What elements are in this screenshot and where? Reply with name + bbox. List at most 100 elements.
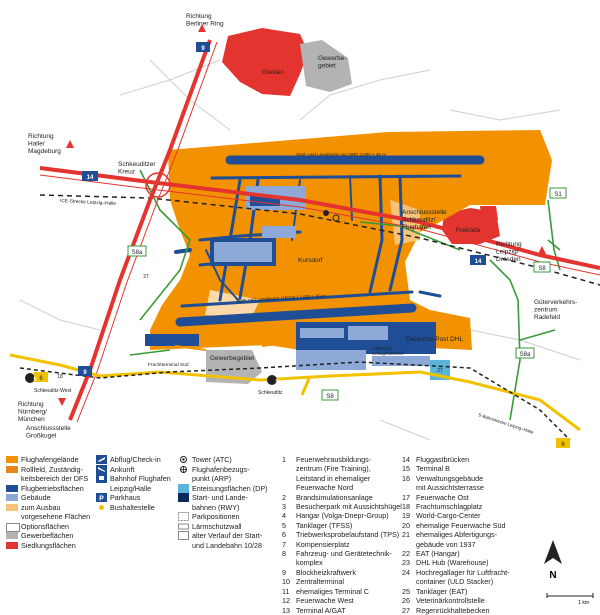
key-text: Hangar (Volga-Dnepr-Group) [296, 511, 389, 521]
key-text: ehemaliges Terminal C [296, 586, 369, 596]
deicing-icon [178, 483, 189, 493]
parking-position-icon [178, 512, 189, 521]
label-gewerbegebiet-south: Gewerbegebiet [210, 355, 254, 362]
key-number: 21 [402, 530, 410, 540]
key-text: Brandsimulationsanlage [296, 492, 373, 502]
direction-arrow-leipzig-icon [538, 246, 546, 254]
option-area [205, 290, 260, 320]
key-number: 15 [402, 464, 410, 474]
key-number: 16 [402, 473, 410, 483]
legend-swatch [6, 465, 18, 473]
s1-shield [549, 187, 567, 199]
world-cargo-center [296, 350, 366, 370]
s8-shield-east [533, 261, 551, 273]
plane-arrival-icon [96, 464, 107, 474]
legend-symbol-item: P Parkhaus [96, 493, 180, 503]
legend-symbol-item: alter Verlauf der Start-und Landebahn 10… [178, 531, 278, 550]
legend-label: Gebäude [21, 493, 51, 502]
legend-swatch [6, 456, 18, 463]
s-bahn-schkeuditz-label: S [275, 379, 279, 385]
key-number: 1 [282, 455, 286, 464]
a9-shield-north [196, 42, 210, 52]
key-number: 25 [402, 586, 410, 596]
legend-area-item: Optionsflächen [6, 522, 98, 532]
key-number: 8 [282, 549, 286, 559]
scale-bar: 1 km [546, 593, 594, 606]
s8-label-east: S8 [538, 266, 546, 272]
central-terminal-building [214, 242, 272, 262]
label-runway-north: Start- und Landebahn (4L/28R) 3.600 × 45… [296, 152, 386, 157]
label-gewerbegebiet-north: Gewerbe-gebiet [318, 55, 347, 69]
key-number: 3 [282, 502, 286, 512]
key-item: 21 ehemaliges Abfertigungs-gebäude von 19… [402, 530, 540, 549]
legend-swatch [6, 503, 18, 511]
b6-shield-west [34, 372, 48, 382]
key-number: 7 [282, 539, 286, 549]
legend-symbol-item: Parkpositionen [178, 512, 278, 522]
s8-label-south: S8 [326, 394, 334, 400]
key-number: 26 [402, 596, 410, 606]
legend-label: Flughafenbezugs-punkt (ARP) [192, 464, 250, 484]
legend-label: Siedlungsflächen [21, 540, 76, 550]
b6-shield-east [556, 438, 570, 448]
legend-symbol-item: Enteisungsflächen (DP) [178, 483, 278, 494]
legend-label: Parkpositionen [192, 512, 240, 521]
old-runway-icon [178, 531, 189, 540]
label-kursdorf: Kursdorf [298, 257, 323, 264]
legend-label: Flughafengelände [21, 455, 79, 464]
legend-swatch [6, 494, 18, 501]
legend-label: Tower (ATC) [192, 455, 232, 464]
cargo-apron-south [145, 334, 199, 346]
svg-text:P: P [99, 496, 104, 503]
north-arrow-icon: N [544, 540, 562, 580]
key-text: ehemaliges Abfertigungs-gebäude von 1937 [416, 530, 498, 549]
a14-shield-east [470, 255, 486, 265]
legend-label: Parkhaus [110, 493, 141, 502]
key-text: Zentralterminal [296, 577, 344, 587]
legend-area-item: Gebäude [6, 493, 98, 503]
runway-south [175, 303, 417, 327]
label-deutsche-post-dhl: Deutsche Post DHL [406, 336, 463, 343]
tower-icon [323, 210, 329, 216]
key-text: EAT (Hangar) [416, 549, 460, 559]
key-text: Triebwerksprobelaufstand (TPS) [296, 530, 400, 540]
b6-label-east: 6 [561, 442, 565, 448]
num-27-label-a: 27 [143, 274, 149, 280]
legend-label: alter Verlauf der Start-und Landebahn 10… [192, 531, 263, 550]
legend-swatch [6, 484, 18, 492]
freiroda-area-2 [480, 206, 498, 222]
key-number: 19 [402, 511, 410, 521]
a14-shield-west [82, 171, 98, 181]
key-text: Kompensierplatz [296, 539, 350, 549]
key-text: Terminal A/GAT [296, 605, 346, 615]
reference-point-icon [332, 214, 340, 222]
taxiway-network [174, 155, 485, 327]
s8a-shield-east [515, 347, 535, 359]
key-number: 18 [402, 502, 410, 512]
legend-symbol-item: Tower (ATC) [178, 455, 278, 465]
symbols-on-map [25, 24, 546, 406]
key-text: Veterinärkontrollstelle [416, 596, 485, 606]
s8-shield-south [321, 389, 339, 401]
key-text: Fahrzeug- und Gerätetechnik-komplex [296, 549, 392, 568]
